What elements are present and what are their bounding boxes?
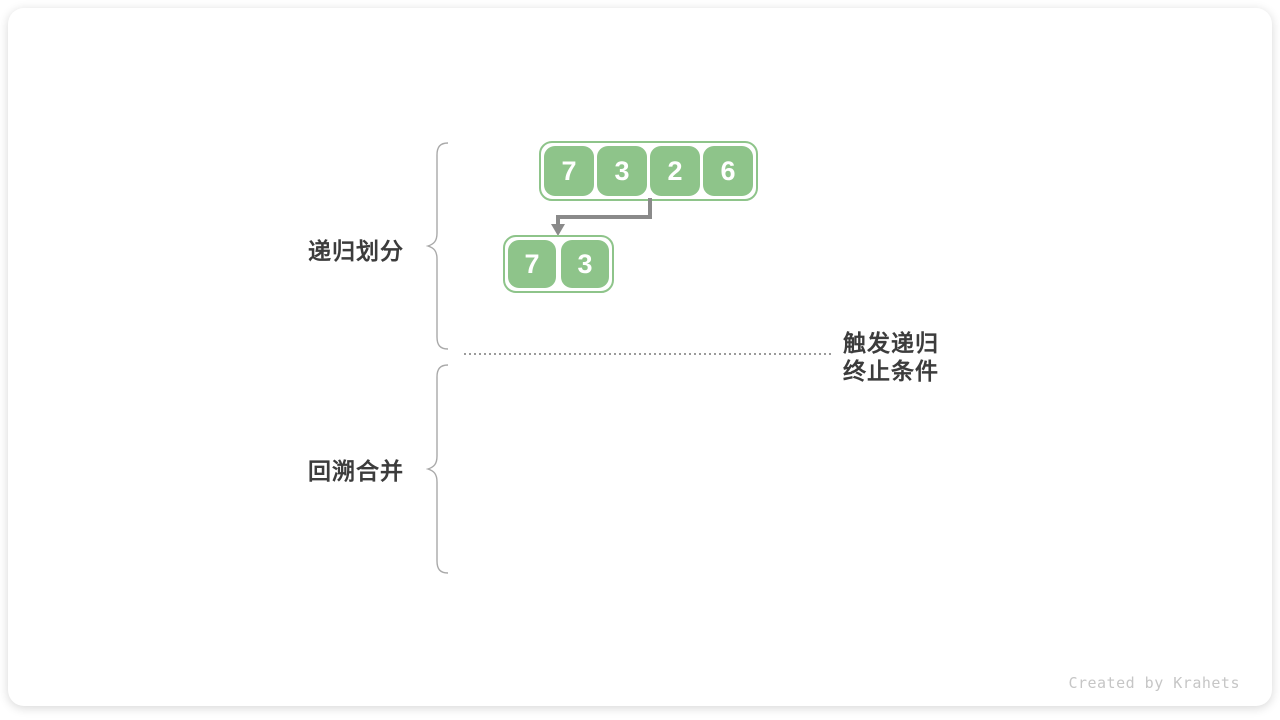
termination-annotation-line1: 触发递归: [843, 330, 939, 356]
divide-brace-icon: [426, 142, 449, 350]
termination-annotation: 触发递归 终止条件: [843, 329, 939, 385]
array-cell: 3: [597, 146, 647, 196]
divide-arrow-icon: [551, 198, 652, 236]
array-cell: 3: [561, 240, 609, 288]
array-cell: 2: [650, 146, 700, 196]
array-level2: 7 3: [503, 235, 614, 293]
credit-text: Created by Krahets: [1068, 674, 1240, 692]
termination-dotted-line: [464, 353, 834, 355]
figure-card: 7 3 2 6 7 3 递归划分 回溯合并 触发递归 终止条件 Created …: [8, 8, 1272, 706]
phase-label-divide: 递归划分: [308, 238, 404, 264]
array-level1: 7 3 2 6: [539, 141, 758, 201]
phase-label-merge: 回溯合并: [308, 458, 404, 484]
array-cell: 7: [508, 240, 556, 288]
array-cell: 6: [703, 146, 753, 196]
termination-annotation-line2: 终止条件: [843, 358, 939, 384]
array-cell: 7: [544, 146, 594, 196]
merge-brace-icon: [426, 364, 449, 574]
